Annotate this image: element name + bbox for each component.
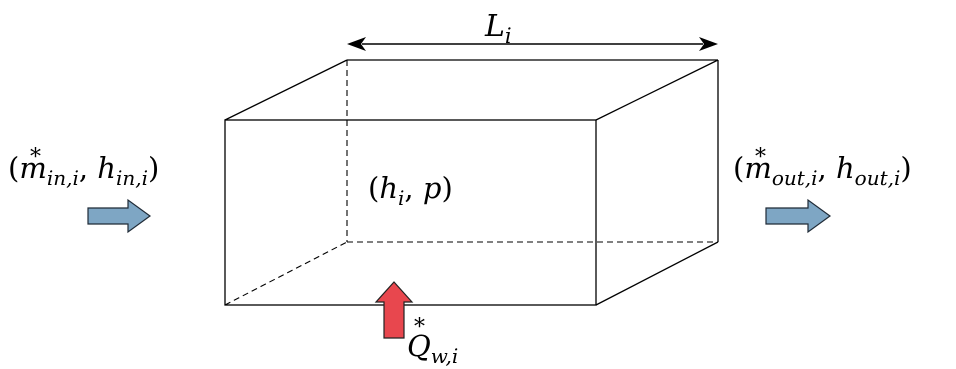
outlet-flow-arrow-icon — [765, 198, 832, 234]
outlet-mass-dot-star: * — [755, 145, 766, 170]
state-label: (hi, p) — [368, 171, 453, 210]
length-arrowhead-right-icon — [699, 37, 718, 51]
heat-dot-star: * — [414, 315, 425, 340]
outlet-label: (mout,i, hout,i) * — [733, 145, 912, 190]
heat-label-text: Qw,i — [407, 329, 458, 368]
length-arrowhead-left-icon — [347, 37, 366, 51]
heat-input-arrow-icon — [374, 281, 414, 339]
top-right-depth-edge — [595, 59, 719, 121]
heat-label: Qw,i * — [407, 315, 458, 368]
box-visible-edges — [224, 59, 719, 306]
length-dimension: Li — [347, 9, 718, 51]
box-hidden-edges — [224, 60, 718, 306]
bottom-right-depth-edge — [595, 241, 719, 306]
box-front-face — [224, 119, 597, 306]
outlet-label-text: (mout,i, hout,i) — [733, 151, 912, 190]
top-left-depth-edge — [224, 59, 348, 121]
inlet-label-text: (min,i, hin,i) — [8, 151, 159, 190]
inlet-mass-dot-star: * — [30, 145, 41, 170]
length-label: Li — [484, 9, 512, 48]
inlet-flow-arrow-icon — [87, 198, 152, 234]
hidden-left-depth-edge — [224, 241, 348, 306]
inlet-label: (min,i, hin,i) * — [8, 145, 159, 190]
